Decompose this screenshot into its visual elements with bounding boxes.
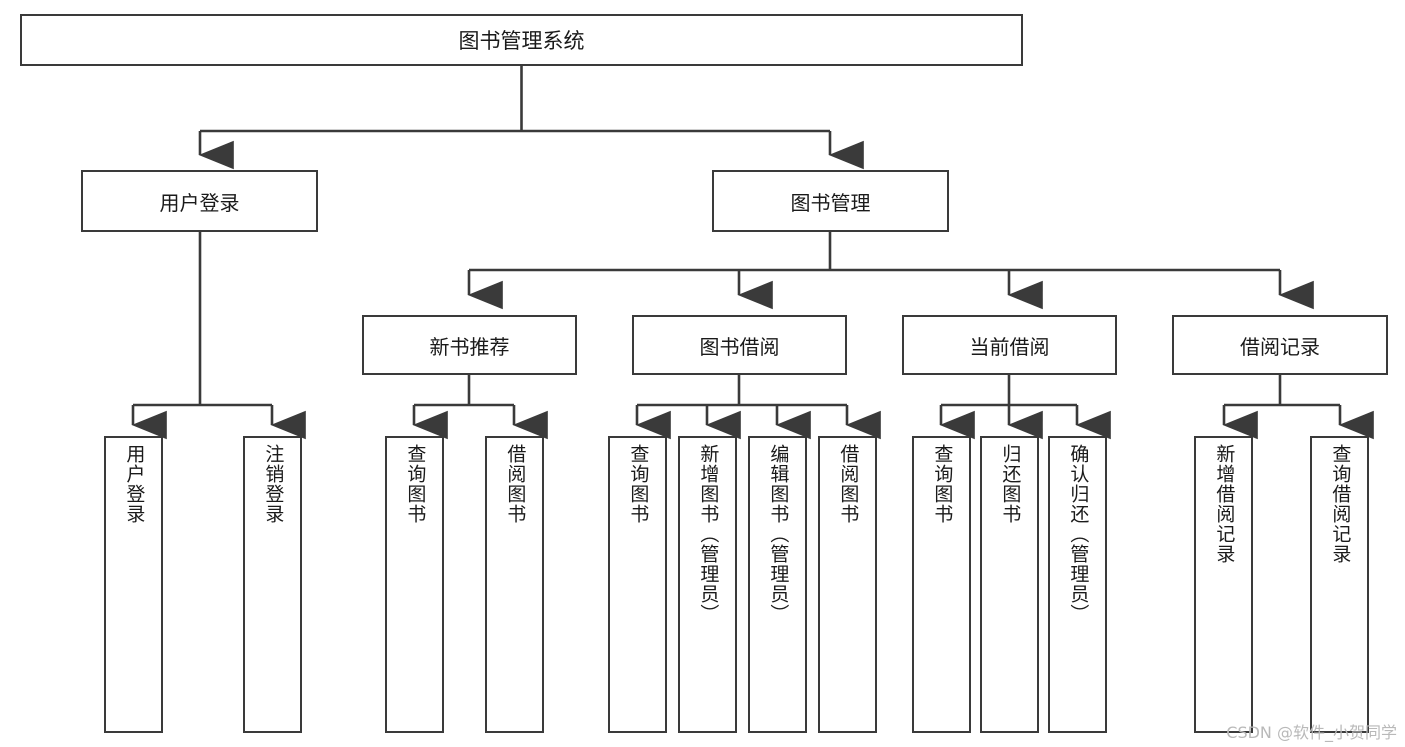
leaf-current-return-book[interactable]: 归还图书 — [980, 436, 1039, 733]
node-label: 图书借阅 — [699, 334, 780, 359]
node-label: 查询图书 — [931, 444, 954, 524]
node-label: 注销登录 — [262, 444, 285, 524]
leaf-borrow-edit-book[interactable]: 编辑图书（管理员） — [748, 436, 807, 733]
node-current-borrow[interactable]: 当前借阅 — [902, 315, 1117, 375]
leaf-user-login-login[interactable]: 用户登录 — [104, 436, 163, 733]
node-label: 编辑图书（管理员） — [767, 444, 790, 624]
node-book-borrow[interactable]: 图书借阅 — [632, 315, 847, 375]
node-label: 新增图书（管理员） — [697, 444, 720, 624]
node-user-login[interactable]: 用户登录 — [81, 170, 318, 232]
node-label: 用户登录 — [159, 190, 240, 215]
leaf-current-confirm-return[interactable]: 确认归还（管理员） — [1048, 436, 1107, 733]
node-label: 借阅图书 — [504, 444, 527, 524]
node-borrow-record[interactable]: 借阅记录 — [1172, 315, 1388, 375]
leaf-user-login-logout[interactable]: 注销登录 — [243, 436, 302, 733]
node-label: 图书管理系统 — [458, 29, 585, 53]
node-label: 用户登录 — [123, 444, 146, 524]
node-label: 归还图书 — [999, 444, 1022, 524]
node-root-system[interactable]: 图书管理系统 — [20, 14, 1023, 66]
leaf-current-query-book[interactable]: 查询图书 — [912, 436, 971, 733]
leaf-borrow-query-book[interactable]: 查询图书 — [608, 436, 667, 733]
node-label: 确认归还（管理员） — [1067, 444, 1090, 624]
node-book-management[interactable]: 图书管理 — [712, 170, 949, 232]
leaf-record-query-record[interactable]: 查询借阅记录 — [1310, 436, 1369, 733]
node-new-book-recommend[interactable]: 新书推荐 — [362, 315, 577, 375]
node-label: 借阅图书 — [837, 444, 860, 524]
node-label: 新增借阅记录 — [1213, 444, 1236, 564]
node-label: 查询图书 — [404, 444, 427, 524]
leaf-recommend-borrow-book[interactable]: 借阅图书 — [485, 436, 544, 733]
node-label: 图书管理 — [790, 190, 871, 215]
leaf-borrow-add-book[interactable]: 新增图书（管理员） — [678, 436, 737, 733]
node-label: 新书推荐 — [429, 334, 510, 359]
node-label: 查询图书 — [627, 444, 650, 524]
node-label: 查询借阅记录 — [1329, 444, 1352, 564]
node-label: 借阅记录 — [1240, 334, 1320, 359]
leaf-borrow-borrow-book[interactable]: 借阅图书 — [818, 436, 877, 733]
node-label: 当前借阅 — [969, 334, 1050, 359]
leaf-record-add-record[interactable]: 新增借阅记录 — [1194, 436, 1253, 733]
leaf-recommend-query-book[interactable]: 查询图书 — [385, 436, 444, 733]
watermark-text: CSDN @软件_小贺同学 — [1226, 723, 1397, 742]
